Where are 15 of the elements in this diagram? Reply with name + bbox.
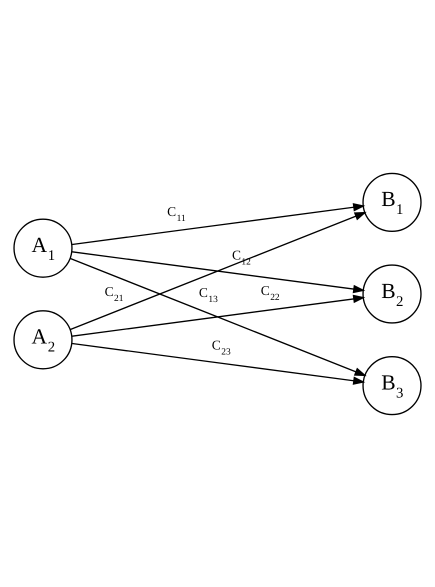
- arrow: [70, 257, 367, 376]
- node-circle: A$_{2}$: [13, 310, 73, 369]
- node-circle: B$_{2}$: [362, 264, 422, 324]
- arrow: [72, 294, 366, 336]
- edge-label: C$_{21}$: [104, 283, 124, 304]
- arrow: [72, 342, 366, 384]
- node-circle: A$_{1}$: [13, 218, 73, 278]
- edge-label: C$_{22}$: [260, 282, 280, 302]
- edge-label: C$_{11}$: [167, 203, 186, 224]
- node-circle: B$_{3}$: [362, 356, 422, 415]
- edge-label: C$_{13}$: [198, 284, 218, 305]
- arrow: [70, 211, 367, 330]
- edge-label: C$_{23}$: [212, 337, 231, 358]
- node-circle: B$_{1}$: [362, 172, 422, 232]
- arrow: [72, 250, 366, 293]
